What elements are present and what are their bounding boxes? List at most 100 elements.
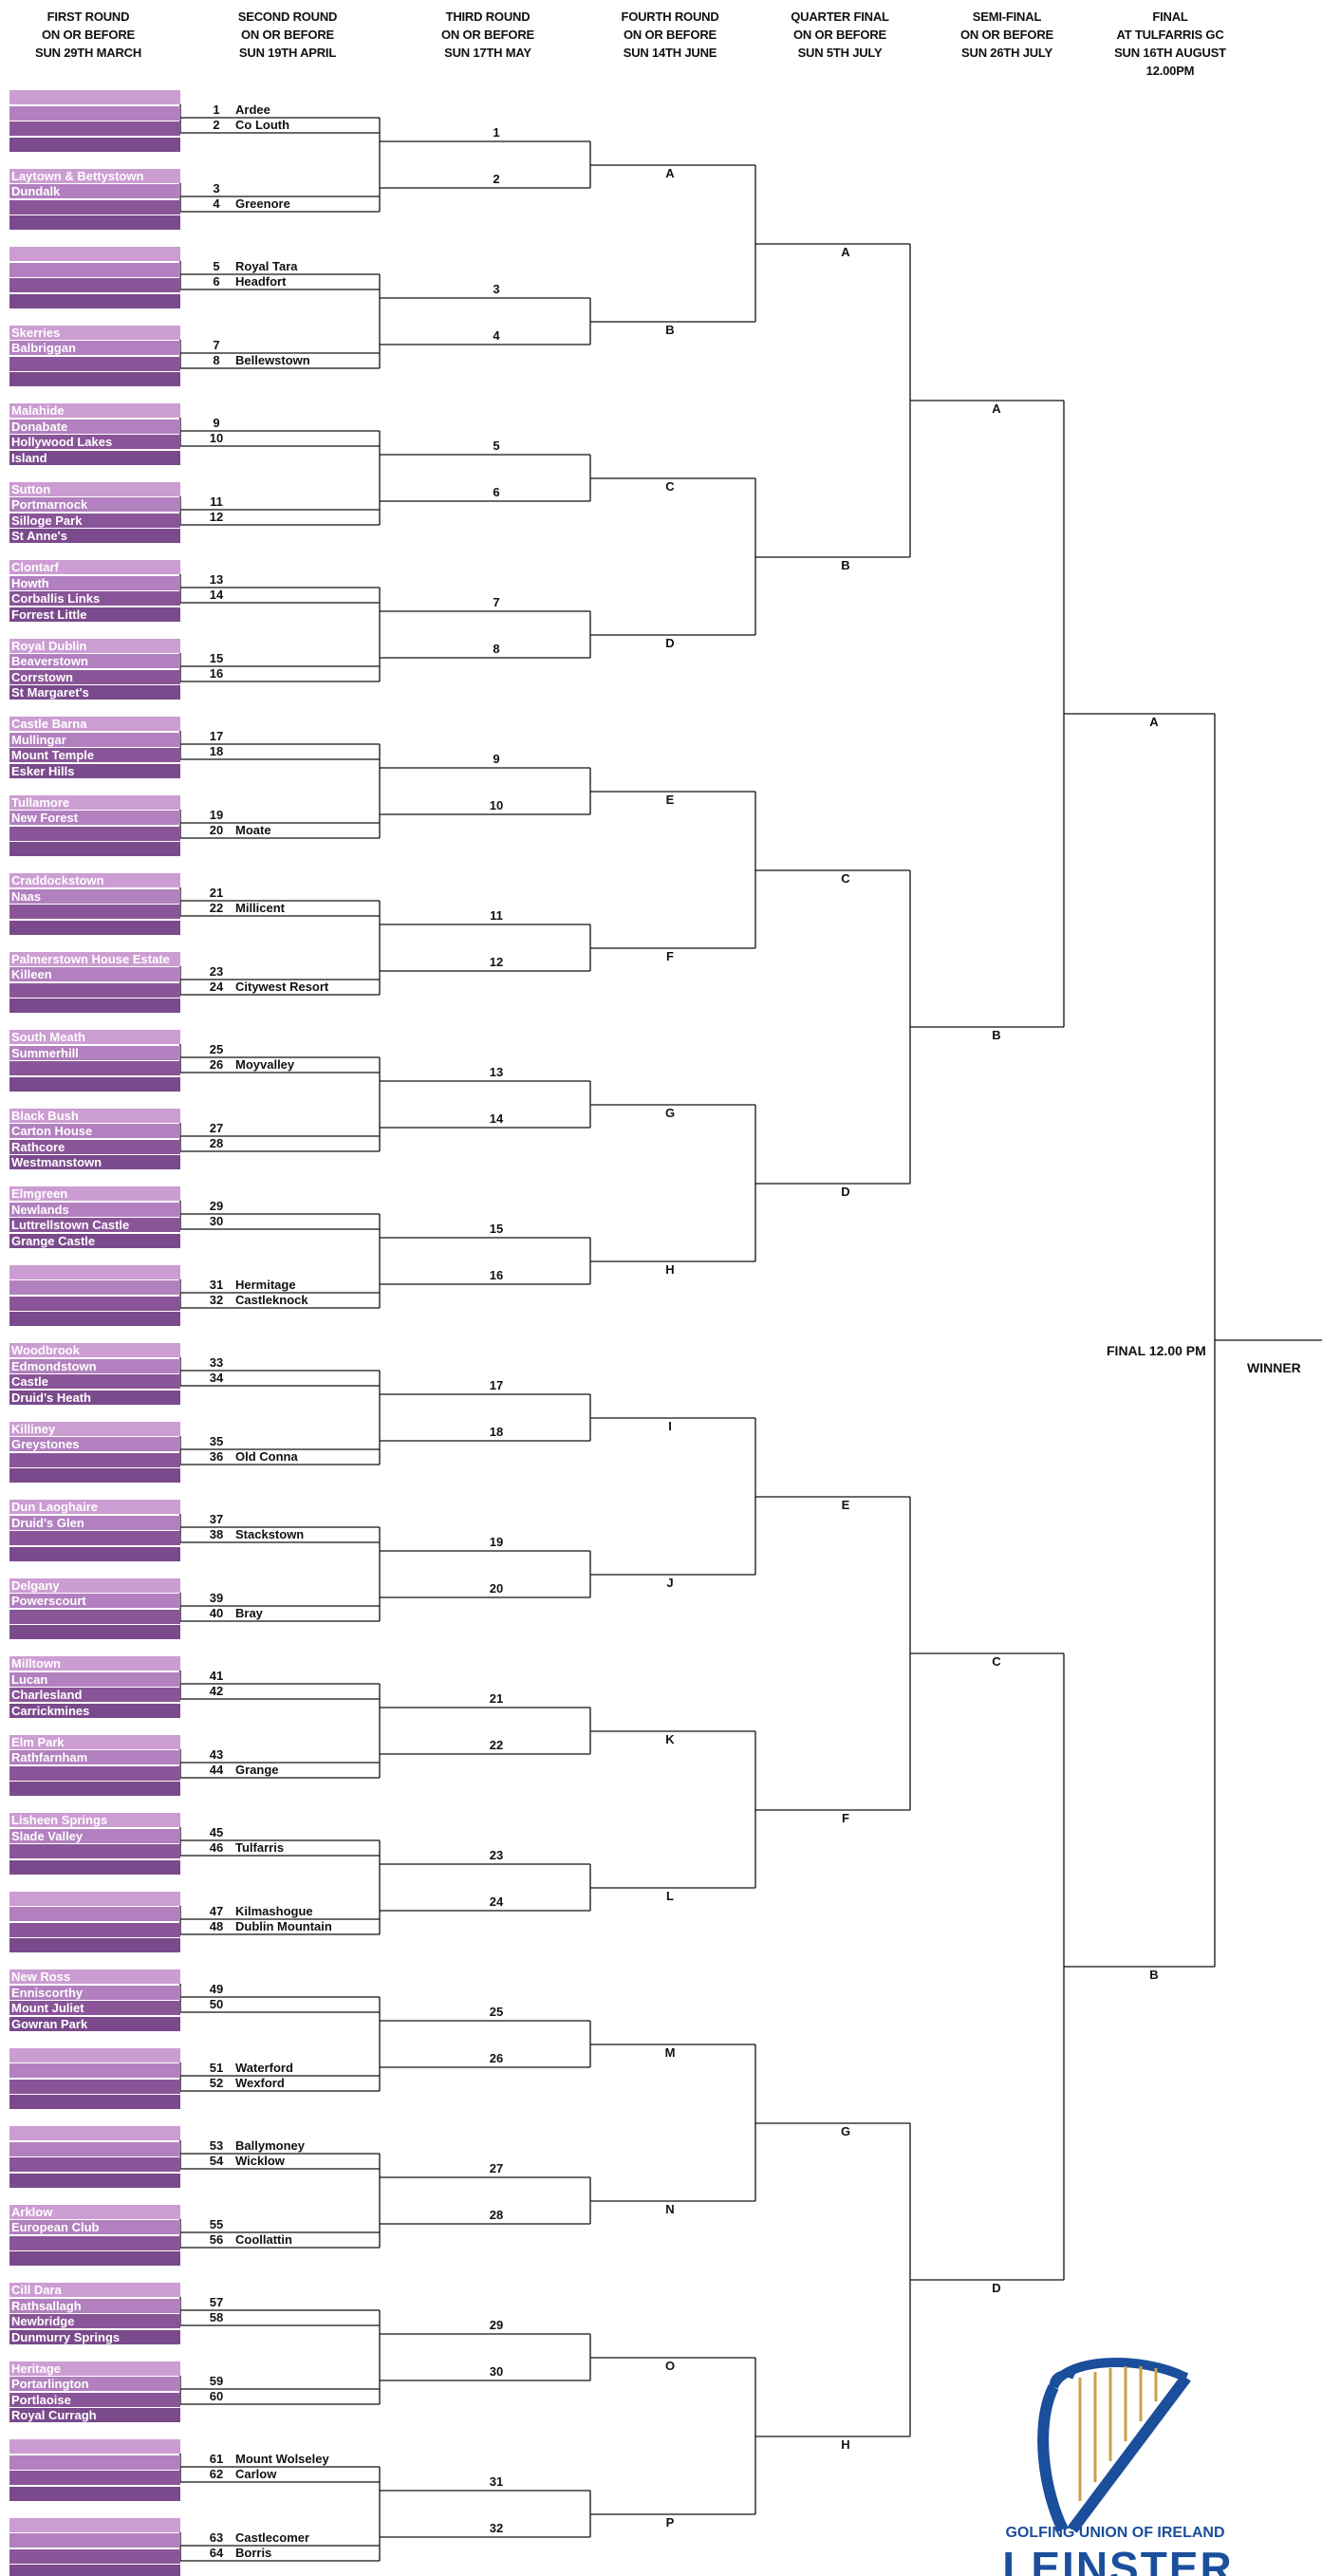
second-round-number: 19 xyxy=(209,808,224,822)
first-round-slot xyxy=(9,1077,180,1092)
second-round-number: 48 xyxy=(209,1919,224,1933)
semi-final-label: D xyxy=(992,2281,1001,2295)
final-time-label: FINAL 12.00 PM xyxy=(1107,1343,1206,1358)
semi-final-label: C xyxy=(992,1654,1001,1669)
second-round-number: 23 xyxy=(209,964,224,979)
first-round-slot xyxy=(9,748,180,762)
second-round-number: 58 xyxy=(209,2310,224,2324)
first-round-slot xyxy=(9,2063,180,2078)
first-round-slot xyxy=(9,169,180,183)
third-round-label: 21 xyxy=(489,1691,504,1706)
fourth-round-label: M xyxy=(664,2045,676,2060)
first-round-slot xyxy=(9,420,180,434)
first-round-slot xyxy=(9,121,180,136)
first-round-team: Newbridge xyxy=(11,2314,75,2328)
first-round-team: Charlesland xyxy=(11,1688,83,1702)
second-round-team: Wicklow xyxy=(235,2154,285,2168)
third-round-label: 18 xyxy=(489,1425,504,1439)
second-round-team: Coollattin xyxy=(235,2232,292,2247)
first-round-slot xyxy=(9,905,180,919)
first-round-slot xyxy=(9,1829,180,1843)
third-round-label: 6 xyxy=(493,485,500,499)
round-header-line: THIRD ROUND xyxy=(445,9,531,24)
second-round-team: Dublin Mountain xyxy=(235,1919,332,1933)
second-round-number: 27 xyxy=(209,1121,224,1135)
second-round-number: 25 xyxy=(209,1042,224,1056)
third-round-label: 30 xyxy=(489,2364,504,2379)
first-round-slot xyxy=(9,2205,180,2219)
first-round-slot xyxy=(9,685,180,700)
first-round-team: Dunmurry Springs xyxy=(11,2330,121,2344)
first-round-slot xyxy=(9,2487,180,2501)
second-round-team: Mount Wolseley xyxy=(235,2452,329,2466)
round-header-line: ON OR BEFORE xyxy=(241,28,334,42)
first-round-team: Heritage xyxy=(11,2361,62,2376)
first-round-slot xyxy=(9,2471,180,2485)
first-round-slot xyxy=(9,2126,180,2140)
second-round-team: Old Conna xyxy=(235,1449,298,1464)
first-round-slot xyxy=(9,403,180,418)
round-header-line: SUN 26TH JULY xyxy=(961,46,1052,60)
third-round-label: 26 xyxy=(489,2051,504,2065)
second-round-number: 64 xyxy=(209,2546,224,2560)
quarter-final-label: B xyxy=(841,558,850,572)
second-round-number: 10 xyxy=(209,431,224,445)
first-round-slot xyxy=(9,2518,180,2532)
first-round-team: Royal Curragh xyxy=(11,2408,97,2422)
round-header-line: SUN 29TH MARCH xyxy=(34,46,142,60)
first-round-slot xyxy=(9,2565,180,2576)
first-round-team: Slade Valley xyxy=(11,1829,84,1843)
second-round-number: 21 xyxy=(209,886,224,900)
first-round-slot xyxy=(9,1782,180,1796)
first-round-team: Mount Temple xyxy=(11,748,95,762)
first-round-slot xyxy=(9,2236,180,2250)
third-round-label: 24 xyxy=(489,1895,504,1909)
first-round-slot xyxy=(9,921,180,935)
first-round-slot xyxy=(9,889,180,904)
first-round-team: Howth xyxy=(11,576,49,590)
second-round-team: Bellewstown xyxy=(235,353,310,367)
fourth-round-label: I xyxy=(668,1419,672,1433)
third-round-label: 12 xyxy=(489,955,504,969)
first-round-slot xyxy=(9,639,180,653)
first-round-slot xyxy=(9,983,180,998)
second-round-number: 34 xyxy=(209,1371,224,1385)
first-round-team: Portarlington xyxy=(11,2377,89,2391)
first-round-team: Killiney xyxy=(11,1422,56,1436)
first-round-team: Dun Laoghaire xyxy=(11,1500,99,1514)
first-round-slot xyxy=(9,106,180,121)
first-round-slot xyxy=(9,2080,180,2094)
round-header-line: 12.00PM xyxy=(1145,64,1195,78)
round-header-line: SUN 14TH JUNE xyxy=(623,46,717,60)
first-round-slot xyxy=(9,1203,180,1217)
first-round-slot xyxy=(9,1046,180,1060)
fourth-round-label: P xyxy=(665,2515,675,2529)
second-round-number: 20 xyxy=(209,823,224,837)
first-round-slot xyxy=(9,1516,180,1530)
first-round-slot xyxy=(9,2157,180,2172)
first-round-slot xyxy=(9,247,180,261)
second-round-number: 55 xyxy=(209,2217,224,2231)
second-round-number: 31 xyxy=(209,1278,224,1292)
second-round-number: 44 xyxy=(209,1763,224,1777)
first-round-team: St Margaret's xyxy=(11,685,89,700)
first-round-slot xyxy=(9,1124,180,1138)
second-round-number: 49 xyxy=(209,1982,224,1996)
second-round-number: 18 xyxy=(209,744,224,758)
second-round-number: 5 xyxy=(213,259,220,273)
first-round-slot xyxy=(9,1860,180,1875)
third-round-label: 19 xyxy=(489,1535,504,1549)
fourth-round-label: F xyxy=(666,949,674,963)
round-header-line: FINAL xyxy=(1152,9,1188,24)
first-round-team: Laytown & Bettystown xyxy=(11,169,144,183)
first-round-slot xyxy=(9,215,180,230)
final-label: A xyxy=(1149,715,1159,729)
first-round-slot xyxy=(9,2330,180,2344)
first-round-slot xyxy=(9,2393,180,2407)
first-round-slot xyxy=(9,1844,180,1858)
first-round-slot xyxy=(9,967,180,981)
first-round-slot xyxy=(9,1218,180,1232)
